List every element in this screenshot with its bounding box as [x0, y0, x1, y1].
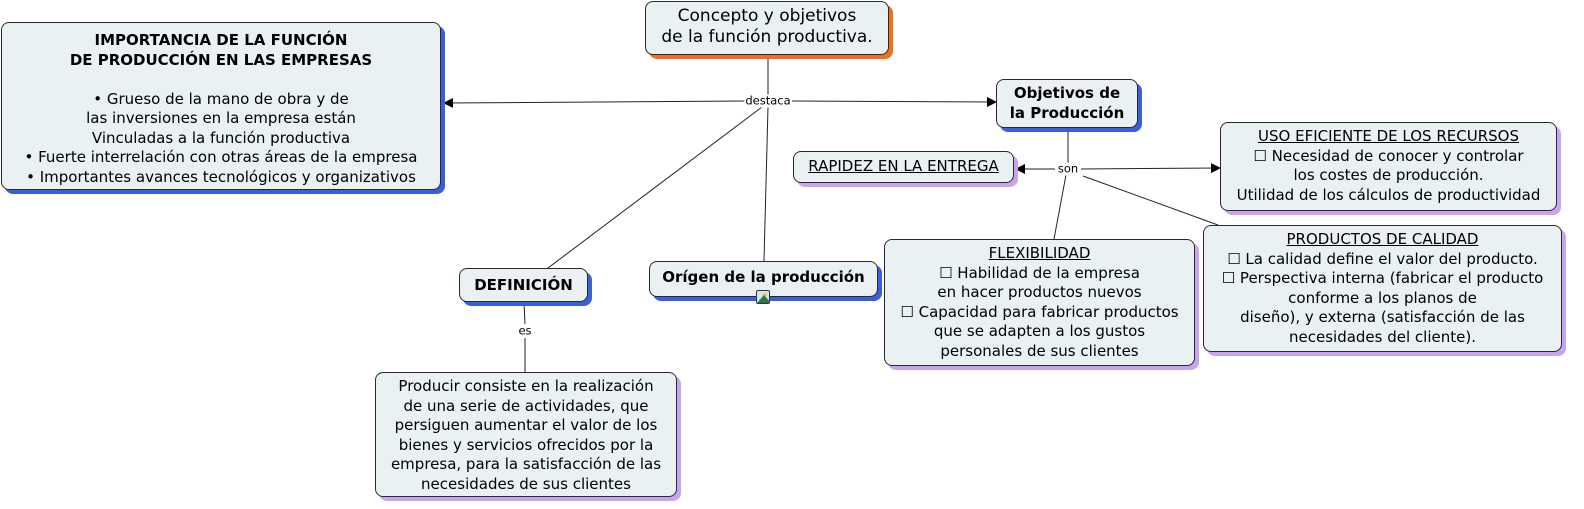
calidad-body-1: ☐ La calidad define el valor del product…: [1227, 249, 1538, 268]
node-producir[interactable]: Producir consiste en la realización de u…: [375, 372, 677, 497]
node-objetivos[interactable]: Objetivos de la Producción: [996, 79, 1138, 128]
node-main-concept[interactable]: Concepto y objetivos de la función produ…: [645, 1, 889, 55]
producir-line-6: necesidades de sus clientes: [421, 474, 631, 493]
importancia-title-2: DE PRODUCCIÓN EN LAS EMPRESAS: [69, 50, 373, 69]
flex-body-3: ☐ Capacidad para fabricar productos: [900, 302, 1179, 321]
rapidez-title: RAPIDEZ EN LA ENTREGA: [808, 157, 999, 175]
flex-body-1: ☐ Habilidad de la empresa: [939, 263, 1140, 282]
uso-body-1: ☐ Necesidad de conocer y controlar: [1253, 146, 1524, 165]
calidad-body-3: conforme a los planos de: [1288, 288, 1477, 307]
spacer: [8, 70, 434, 90]
node-uso-eficiente[interactable]: USO EFICIENTE DE LOS RECURSOS ☐ Necesida…: [1220, 122, 1557, 211]
objetivos-line-1: Objetivos de: [1013, 84, 1121, 102]
node-main-line-2: de la función productiva.: [661, 27, 873, 47]
definicion-title: DEFINICIÓN: [474, 276, 573, 294]
node-definicion[interactable]: DEFINICIÓN: [459, 268, 588, 302]
importancia-body-5: • Importantes avances tecnológicos y org…: [26, 167, 416, 186]
uso-body-2: los costes de producción.: [1293, 166, 1484, 184]
producir-line-1: Producir consiste en la realización: [398, 377, 654, 395]
link-destaca-importancia: [443, 97, 746, 108]
node-main-line-1: Concepto y objetivos: [677, 6, 857, 26]
importancia-title-1: IMPORTANCIA DE LA FUNCIÓN: [94, 31, 348, 49]
producir-line-2: de una serie de actividades, que: [403, 396, 649, 415]
image-icon[interactable]: [756, 290, 770, 304]
link-destaca-origen: [763, 106, 769, 262]
image-icon-mountain: [757, 295, 769, 303]
calidad-body-4: diseño), y externa (satisfacción de las: [1240, 308, 1525, 326]
link-label-es: es: [517, 323, 533, 338]
link-definicion-es: [523, 302, 526, 325]
flex-body-5: personales de sus clientes: [940, 341, 1139, 360]
flex-body-4: que se adapten a los gustos: [933, 322, 1146, 340]
importancia-body-4: • Fuerte interrelación con otras áreas d…: [24, 148, 418, 166]
uso-title: USO EFICIENTE DE LOS RECURSOS: [1258, 127, 1519, 145]
producir-line-3: persiguen aumentar el valor de los: [394, 416, 658, 434]
producir-line-5: empresa, para la satisfacción de las: [390, 455, 662, 473]
uso-body-3: Utilidad de los cálculos de productivida…: [1236, 185, 1541, 204]
link-son-calidad: [1082, 175, 1219, 226]
node-importancia[interactable]: IMPORTANCIA DE LA FUNCIÓN DE PRODUCCIÓN …: [1, 22, 441, 190]
calidad-body-5: necesidades del cliente).: [1289, 327, 1476, 346]
node-calidad[interactable]: PRODUCTOS DE CALIDAD ☐ La calidad define…: [1203, 225, 1562, 352]
calidad-title: PRODUCTOS DE CALIDAD: [1286, 230, 1479, 248]
importancia-body-3: Vinculadas a la función productiva: [91, 128, 351, 147]
origen-title: Orígen de la producción: [662, 268, 865, 286]
link-destaca-definicion: [547, 106, 763, 269]
flex-title: FLEXIBILIDAD: [988, 244, 1091, 262]
node-flexibilidad[interactable]: FLEXIBILIDAD ☐ Habilidad de la empresa e…: [884, 239, 1195, 366]
link-son-uso: [1080, 163, 1221, 174]
producir-line-4: bienes y servicios ofrecidos por la: [398, 435, 654, 454]
link-label-son: son: [1056, 161, 1080, 176]
objetivos-line-2: la Producción: [1009, 103, 1125, 122]
link-destaca-objetivos: [791, 96, 997, 107]
node-rapidez[interactable]: RAPIDEZ EN LA ENTREGA: [793, 151, 1014, 183]
flex-body-2: en hacer productos nuevos: [937, 283, 1142, 301]
importancia-body-2: las inversiones en la empresa están: [86, 109, 356, 127]
importancia-body-1: • Grueso de la mano de obra y de: [93, 89, 349, 108]
link-label-destaca: destaca: [744, 93, 792, 108]
link-son-flexibilidad: [1053, 174, 1067, 240]
calidad-body-2: ☐ Perspectiva interna (fabricar el produ…: [1221, 269, 1544, 287]
